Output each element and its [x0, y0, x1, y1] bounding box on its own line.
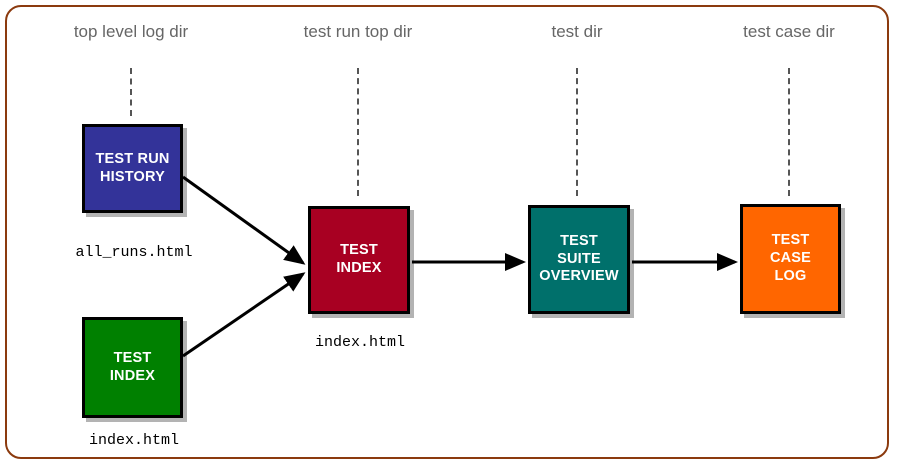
file-label-all-runs-html: all_runs.html	[75, 244, 193, 261]
drop-line-top-level-log-dir	[130, 68, 132, 116]
node-test-run-index-line-1: TEST	[340, 242, 378, 259]
node-test-case-log-line-2: CASE	[769, 250, 812, 267]
node-test-run-history[interactable]: TEST RUN HISTORY	[82, 124, 183, 213]
drop-line-test-case-dir	[788, 68, 790, 196]
file-label-top-level-index-html: index.html	[88, 432, 180, 449]
node-test-run-history-line-2: HISTORY	[99, 168, 166, 185]
arrow-history-to-index	[182, 175, 306, 265]
arrow-topindex-to-index	[182, 272, 306, 358]
column-header-top-level-log-dir: top level log dir	[73, 22, 189, 41]
node-test-case-log-line-3: LOG	[774, 267, 807, 284]
drop-line-test-dir	[576, 68, 578, 196]
node-test-run-history-line-1: TEST RUN	[95, 150, 170, 167]
node-test-run-index[interactable]: TEST INDEX	[308, 206, 410, 314]
column-header-test-dir: test dir	[551, 22, 603, 41]
node-top-level-index-line-2: INDEX	[109, 367, 156, 384]
node-test-case-log-line-1: TEST	[771, 232, 810, 249]
node-test-run-index-line-2: INDEX	[336, 260, 382, 276]
node-test-suite-overview-line-1: TEST	[560, 232, 598, 249]
node-top-level-index-line-1: TEST	[113, 349, 152, 366]
node-test-case-log[interactable]: TEST CASE LOG	[740, 204, 841, 314]
column-header-test-run-top-dir: test run top dir	[303, 22, 413, 41]
node-test-suite-overview-line-3: OVERVIEW	[539, 268, 619, 285]
drop-line-test-run-top-dir	[357, 68, 359, 196]
node-test-suite-overview-line-2: SUITE	[557, 250, 601, 267]
node-top-level-index[interactable]: TEST INDEX	[82, 317, 183, 418]
node-test-suite-overview[interactable]: TEST SUITE OVERVIEW	[528, 205, 630, 314]
column-header-test-case-dir: test case dir	[743, 22, 835, 41]
file-label-test-run-index-html: index.html	[314, 334, 406, 351]
